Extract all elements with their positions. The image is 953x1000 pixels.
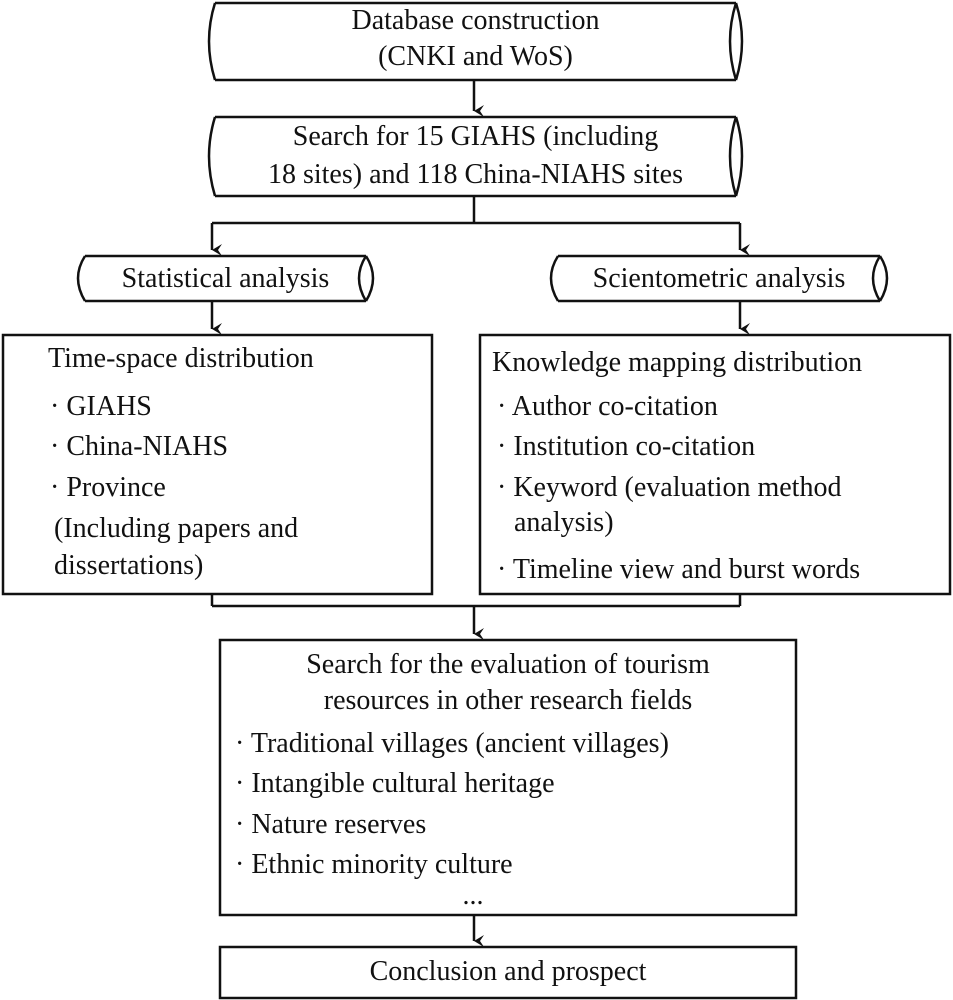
evaluation-box — [218, 638, 798, 917]
time-space-item: · Province — [50, 472, 166, 503]
knowledge-item: analysis) — [514, 507, 614, 538]
evaluation-item: · Intangible cultural heritage — [235, 768, 555, 799]
statistical-scroll — [76, 254, 375, 303]
time-space-note: dissertations) — [54, 550, 204, 581]
knowledge-item: · Timeline view and burst words — [497, 554, 861, 585]
knowledge-title: Knowledge mapping distribution — [492, 347, 863, 378]
evaluation-title: Search for the evaluation of tourism — [306, 649, 710, 680]
db-line2: (CNKI and WoS) — [378, 41, 573, 72]
time-space-item: · GIAHS — [50, 391, 152, 422]
evaluation-title: resources in other research fields — [323, 685, 693, 716]
evaluation-item: · Ethnic minority culture — [235, 849, 513, 880]
time-space-note: (Including papers and — [54, 513, 299, 544]
evaluation-item: · Nature reserves — [235, 809, 427, 840]
scientometric-label: Scientometric analysis — [592, 263, 846, 294]
knowledge-box — [478, 333, 952, 596]
scientometric-scroll — [549, 254, 889, 303]
knowledge-item: · Institution co-citation — [497, 431, 756, 462]
conclusion-box — [218, 945, 798, 1000]
evaluation-item: · Traditional villages (ancient villages… — [235, 728, 669, 759]
conclusion-label: Conclusion and prospect — [369, 956, 647, 987]
search-line2: 18 sites) and 118 China-NIAHS sites — [267, 159, 684, 190]
database-cylinder — [207, 1, 744, 82]
time-space-title: Time-space distribution — [48, 343, 314, 374]
time-space-item: · China-NIAHS — [50, 431, 229, 462]
knowledge-item: · Keyword (evaluation method — [497, 472, 842, 503]
search-line1: Search for 15 GIAHS (including — [292, 121, 659, 152]
time-space-box — [1, 333, 434, 596]
search-cylinder — [207, 115, 744, 198]
knowledge-item: · Author co-citation — [497, 391, 718, 422]
db-line1: Database construction — [351, 5, 600, 36]
statistical-label: Statistical analysis — [121, 263, 330, 294]
evaluation-ellipsis: ... — [462, 880, 484, 911]
